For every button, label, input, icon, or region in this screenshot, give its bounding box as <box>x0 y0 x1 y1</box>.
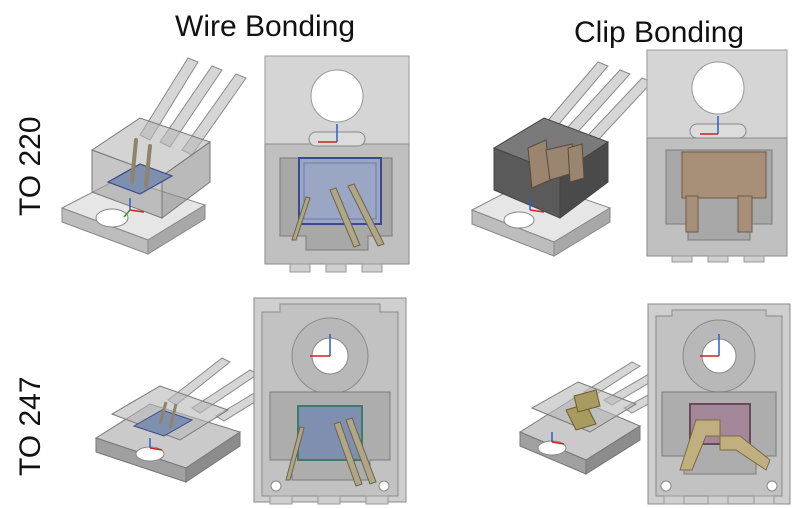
header-clip-bonding: Clip Bonding <box>574 16 745 49</box>
header-wire-bonding: Wire Bonding <box>175 10 356 43</box>
to220-wire-iso-view <box>60 57 247 255</box>
to220-clip-top-view <box>646 49 788 263</box>
to247-wire-top-view <box>253 297 407 505</box>
to220-clip-iso-view <box>470 61 653 257</box>
to247-clip-top-view <box>647 303 791 505</box>
to220-wire-top-view <box>264 55 410 273</box>
